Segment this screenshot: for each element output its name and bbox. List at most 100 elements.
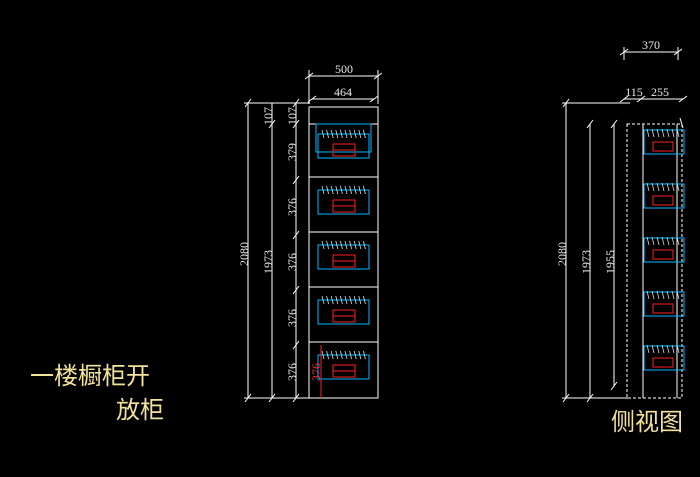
front-texture-mark-3-8 <box>358 295 362 305</box>
side-texture-mark-3-6 <box>676 290 680 300</box>
front-drawer-4 <box>317 299 370 325</box>
front-texture-mark-0-3 <box>335 129 339 139</box>
front-texture-mark-0-1 <box>326 129 329 139</box>
front-drawer-top-zone <box>315 123 372 153</box>
front-texture-mark-1-3 <box>335 185 339 195</box>
front-texture-mark-3-7 <box>353 295 357 305</box>
front-inner-tick-left <box>307 95 317 103</box>
side-texture-mark-0-4 <box>666 128 670 138</box>
side-red-item-5 <box>652 357 674 368</box>
front-texture-mark-4-1 <box>326 350 329 360</box>
front-inner-width-label: 464 <box>334 85 352 99</box>
front-texture-mark-1-1 <box>326 185 329 195</box>
side-overall-depth-label: 370 <box>642 38 660 52</box>
side-ih-tick-bottom <box>610 381 618 391</box>
side-texture-mark-1-5 <box>671 182 675 192</box>
side-texture-mark-2-2 <box>656 236 660 246</box>
side-red-item-1 <box>652 141 674 152</box>
side-texture-mark-3-4 <box>666 290 670 300</box>
front-texture-mark-4-7 <box>353 350 357 360</box>
side-texture-mark-3-0 <box>646 290 650 300</box>
side-overall-height-label: 2080 <box>555 242 569 266</box>
front-texture-mark-1-2 <box>330 185 334 195</box>
side-drawer-1 <box>643 129 685 155</box>
front-texture-mark-2-3 <box>335 240 339 250</box>
side-texture-mark-1-2 <box>656 182 660 192</box>
side-drawer-2 <box>643 183 685 209</box>
front-texture-mark-1-9 <box>363 185 366 195</box>
front-row-tick-3 <box>292 230 300 240</box>
side-red-item-4 <box>652 303 674 314</box>
front-drawer-3 <box>317 244 370 270</box>
front-inner-tick-right <box>369 95 379 103</box>
front-texture-mark-3-1 <box>326 295 329 305</box>
front-top-a-label: 107 <box>261 107 275 125</box>
front-overall-width-label: 500 <box>335 62 353 76</box>
front-texture-mark-4-6 <box>349 350 352 360</box>
front-texture-mark-2-1 <box>326 240 329 250</box>
front-row-tick-1 <box>292 119 300 129</box>
front-row-4-label: 376 <box>285 309 299 327</box>
front-texture-mark-0-6 <box>349 129 352 139</box>
side-sub-tick-b <box>636 95 646 103</box>
front-view-caption-line-2: 放柜 <box>116 396 164 424</box>
front-texture-mark-4-5 <box>344 350 348 360</box>
side-view-caption: 侧视图 <box>611 408 683 436</box>
front-texture-mark-2-7 <box>353 240 357 250</box>
side-ih-tick-top <box>610 119 618 129</box>
linework <box>244 47 688 403</box>
side-cabinet-dashed <box>626 123 683 399</box>
side-red-item-3 <box>652 249 674 260</box>
front-row-3-label: 376 <box>285 253 299 271</box>
side-texture-mark-0-6 <box>676 128 680 138</box>
front-texture-mark-0-8 <box>358 129 362 139</box>
side-texture-mark-0-1 <box>651 128 655 138</box>
front-texture-mark-2-2 <box>330 240 334 250</box>
side-texture-mark-4-2 <box>656 344 660 354</box>
front-texture-mark-4-3 <box>335 350 339 360</box>
front-texture-mark-2-6 <box>349 240 352 250</box>
front-drawer-2 <box>317 189 370 215</box>
side-texture-mark-0-2 <box>656 128 660 138</box>
front-overall-height-label: 2080 <box>237 242 251 266</box>
side-depth-b-label: 255 <box>651 85 669 99</box>
front-drawer-5 <box>317 354 370 380</box>
front-texture-mark-3-6 <box>349 295 352 305</box>
front-texture-mark-3-5 <box>344 295 348 305</box>
side-top-bracket <box>679 117 684 129</box>
side-texture-mark-1-6 <box>676 182 680 192</box>
front-texture-mark-2-4 <box>340 240 343 250</box>
front-texture-mark-1-5 <box>344 185 348 195</box>
front-texture-mark-0-5 <box>344 129 348 139</box>
front-texture-mark-4-2 <box>330 350 334 360</box>
side-texture-mark-4-5 <box>671 344 675 354</box>
side-texture-mark-3-2 <box>656 290 660 300</box>
front-texture-mark-2-8 <box>358 240 362 250</box>
front-view-caption-line-1: 一楼橱柜开 <box>30 362 150 390</box>
side-drawer-4 <box>643 291 685 317</box>
front-top-b-label: 107 <box>285 107 299 125</box>
front-texture-mark-0-2 <box>330 129 334 139</box>
front-texture-mark-0-7 <box>353 129 357 139</box>
front-row-tick-5 <box>292 340 300 350</box>
side-red-item-2 <box>652 195 674 206</box>
front-texture-mark-4-0 <box>321 350 325 360</box>
side-texture-mark-0-3 <box>661 128 665 138</box>
front-texture-mark-2-5 <box>344 240 348 250</box>
front-texture-mark-3-0 <box>321 295 325 305</box>
side-texture-mark-4-3 <box>661 344 665 354</box>
side-texture-mark-1-4 <box>666 182 670 192</box>
side-depth-a-label: 115 <box>625 85 643 99</box>
side-texture-mark-2-3 <box>661 236 665 246</box>
side-texture-mark-0-5 <box>671 128 675 138</box>
front-texture-mark-1-4 <box>340 185 343 195</box>
front-red-dim-label: 376 <box>309 363 323 381</box>
front-texture-mark-3-4 <box>340 295 343 305</box>
front-row-5-label: 376 <box>285 363 299 381</box>
front-texture-mark-1-7 <box>353 185 357 195</box>
front-texture-mark-2-9 <box>363 240 366 250</box>
side-texture-mark-2-5 <box>671 236 675 246</box>
front-row-tick-4 <box>292 285 300 295</box>
side-inner-height-label: 1955 <box>603 250 617 274</box>
